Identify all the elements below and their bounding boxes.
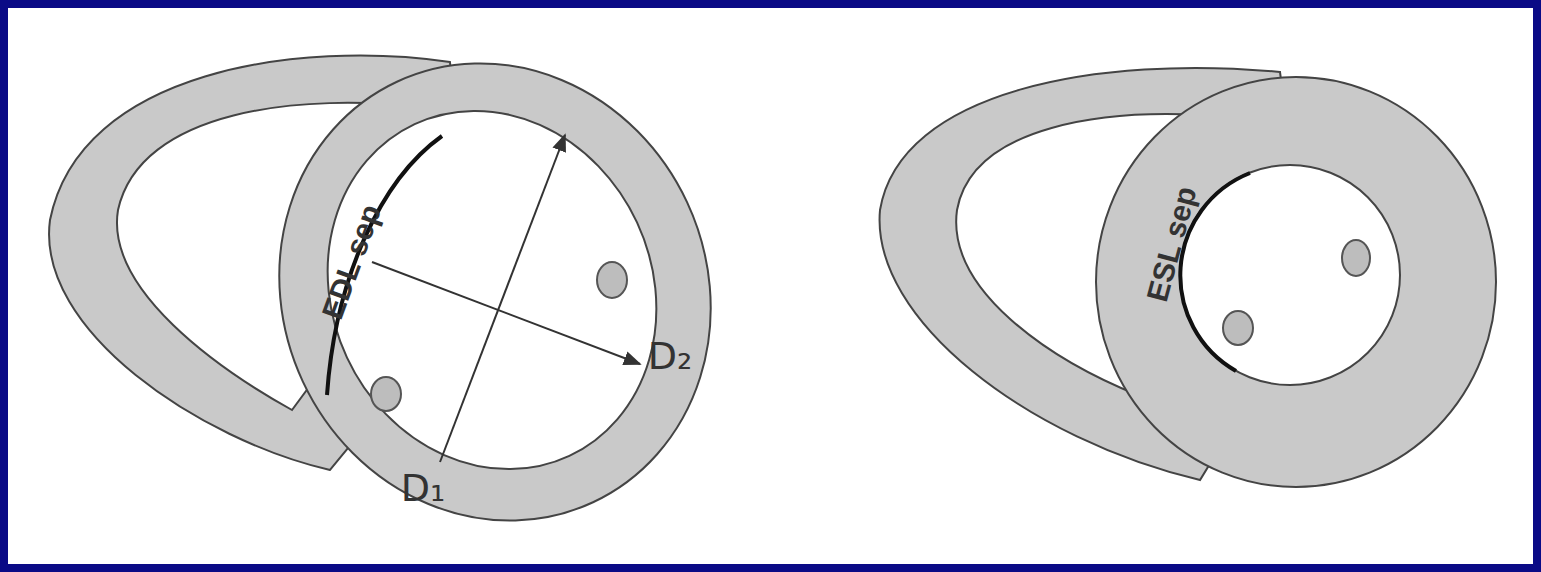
papillary-muscle [371, 377, 401, 411]
papillary-muscle [1223, 311, 1253, 345]
left-ventricle-cavity [270, 57, 715, 524]
dimension-label: D₂ [648, 337, 693, 375]
left-ventricle-wall [205, 0, 785, 572]
dimension-label: D₁ [401, 469, 446, 507]
left-ventricle-wall [1096, 77, 1496, 487]
papillary-muscle [1342, 240, 1370, 276]
papillary-muscle [597, 262, 627, 298]
diameter-arrow [440, 135, 565, 462]
diameter-arrow [372, 262, 640, 364]
left-ventricle-cavity [1180, 165, 1400, 385]
